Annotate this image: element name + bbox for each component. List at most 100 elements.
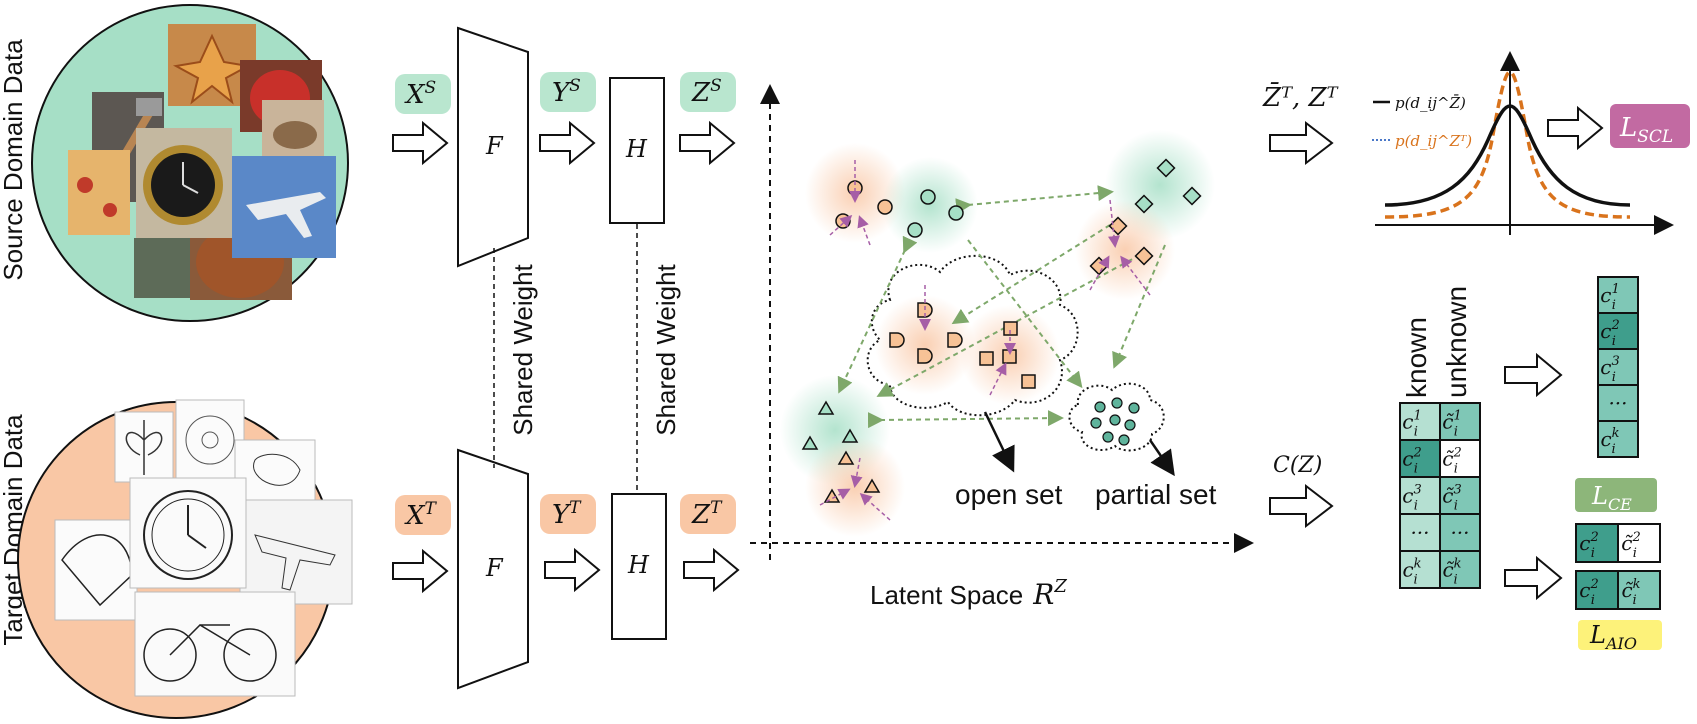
sketch-bicycle: [134, 591, 296, 697]
xt-label: XT: [404, 499, 438, 531]
partial-set-cloud: [1068, 382, 1165, 452]
source-domain-label: Source Domain Data: [0, 39, 28, 281]
arrow-ys-to-h: [539, 120, 596, 166]
photo-pizza: [68, 150, 130, 235]
col-known-label: known: [1401, 317, 1432, 398]
feature-extractor-target-label: F: [485, 554, 504, 582]
arrow-zt-to-latent: [683, 547, 740, 593]
ys-label-bg: [540, 72, 596, 112]
sketch-strawberry: [234, 439, 316, 503]
head-target: [611, 493, 667, 640]
scl-branch: Z̄ᵀ, Zᵀ p(d_ij^Z̄) p(d_ij^Zᵀ) LSCL: [1262, 51, 1690, 235]
xt-label-bg: [395, 495, 451, 535]
yt-label: YT: [552, 498, 582, 530]
ce-cell-bg: [1597, 384, 1639, 422]
scl-curve-orange: [1384, 70, 1631, 219]
classifier-known-cell-bg: [1399, 550, 1441, 589]
sketch-airplane: [239, 499, 353, 605]
photo-bike: [134, 238, 194, 298]
classifier-known-cell-bg: [1399, 513, 1441, 552]
open-set-label: open set: [955, 479, 1063, 510]
shared-weight-label-h: Shared Weight: [651, 263, 681, 435]
classifier-unknown-cell: ···: [1450, 521, 1469, 545]
classifier-known-cell-bg: [1399, 476, 1441, 515]
aio-known-cell-bg: [1575, 523, 1619, 563]
laio-badge-bg: [1578, 620, 1662, 650]
arrow-to-scl-plot: [1269, 120, 1334, 166]
sketch-flower: [175, 399, 245, 483]
aio-unknown-cell-bg: [1617, 523, 1661, 563]
scl-curve-black: [1384, 104, 1631, 207]
head-source-label: H: [625, 135, 648, 163]
lce-badge-bg: [1575, 478, 1657, 512]
zs-label-bg: [680, 72, 736, 112]
target-domain: Target Domain Data: [0, 399, 353, 719]
source-photo-collage: [68, 24, 336, 300]
arrow-yt-to-h: [544, 547, 601, 593]
xs-label-bg: [395, 74, 451, 114]
cluster-green-triangles: [801, 400, 859, 450]
col-unknown-label: unknown: [1441, 286, 1472, 398]
cluster-green-circles: [907, 189, 964, 238]
head-target-label: H: [627, 551, 650, 579]
classifier-unknown-cell-bg: [1439, 513, 1481, 552]
classifier-input-label: C(Z): [1273, 453, 1322, 478]
zt-label-bg: [680, 494, 736, 534]
scl-legend-orange: p(d_ij^Zᵀ): [1395, 132, 1472, 150]
classifier-unknown-cell-bg: [1439, 402, 1481, 441]
arrow-xt-to-f: [392, 548, 449, 594]
classifier-known-cell: ···: [1410, 521, 1429, 545]
feature-extractor-target: [457, 448, 529, 690]
scl-legend-black: p(d_ij^Z̄): [1395, 94, 1466, 112]
target-pipeline: XT F YT H ZT: [392, 448, 740, 690]
scl-input-label: Z̄ᵀ, Zᵀ: [1262, 81, 1339, 113]
shared-weight-label-f: Shared Weight: [508, 263, 538, 435]
target-sketch-collage: [54, 399, 353, 697]
lscl-badge-bg: [1610, 104, 1690, 148]
ys-label: YS: [552, 76, 581, 108]
arrow-to-classifier: [1269, 483, 1334, 529]
source-domain: Source Domain Data: [0, 4, 349, 322]
aio-unknown-cell-bg: [1617, 570, 1661, 610]
ce-cell: ···: [1608, 391, 1627, 415]
laio-badge: LAIO: [1589, 621, 1637, 653]
ce-cell-bg: [1597, 420, 1639, 458]
partial-set-label: partial set: [1095, 479, 1217, 510]
cluster-partial-set: [1090, 397, 1140, 446]
lce-badge: LCE: [1591, 482, 1632, 514]
arrow-to-ce: [1504, 352, 1563, 398]
classifier-unknown-cell-bg: [1439, 550, 1481, 589]
arrow-zs-to-latent: [679, 120, 736, 166]
open-set-cloud: [866, 254, 1079, 417]
xs-label: XS: [404, 78, 436, 110]
zs-label: ZS: [691, 76, 722, 108]
arrow-to-aio: [1504, 555, 1563, 601]
zt-label: ZT: [691, 498, 723, 530]
feature-extractor-source-label: F: [485, 132, 504, 160]
classifier-known-cell-bg: [1399, 439, 1441, 478]
ce-cell-bg: [1597, 348, 1639, 386]
source-pipeline: XS F YS H ZS: [392, 26, 736, 268]
